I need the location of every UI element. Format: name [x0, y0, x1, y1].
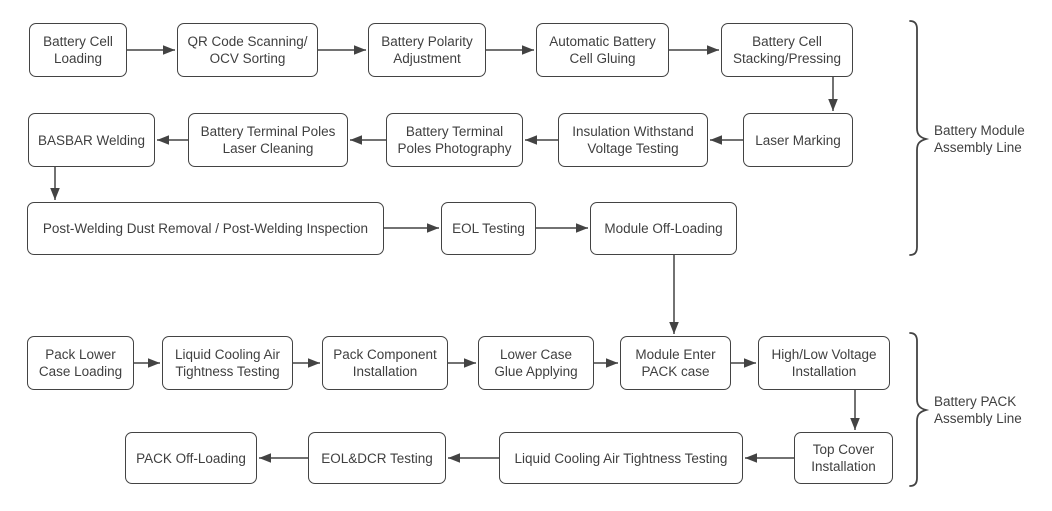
node-liquid-cooling-air-tightness-testing: Liquid Cooling Air Tightness Testing [162, 336, 293, 390]
module-line-label: Battery Module Assembly Line [934, 123, 1025, 155]
pack-line-arrows [134, 358, 860, 463]
node-module-off-loading: Module Off-Loading [590, 202, 737, 255]
node-qr-code-scanning-ocv-sorting: QR Code Scanning/ OCV Sorting [177, 23, 318, 77]
pack-line-brace [909, 332, 930, 487]
node-automatic-battery-cell-gluing: Automatic Battery Cell Gluing [536, 23, 669, 77]
node-liquid-cooling-air-tightness-testing-2: Liquid Cooling Air Tightness Testing [499, 432, 743, 484]
node-battery-cell-loading: Battery Cell Loading [29, 23, 127, 77]
node-battery-terminal-poles-laser-cleaning: Battery Terminal Poles Laser Cleaning [188, 113, 348, 167]
node-eol-testing: EOL Testing [441, 202, 536, 255]
node-battery-polarity-adjustment: Battery Polarity Adjustment [368, 23, 486, 77]
node-basbar-welding: BASBAR Welding [28, 113, 155, 167]
node-battery-terminal-poles-photography: Battery Terminal Poles Photography [386, 113, 523, 167]
node-pack-component-installation: Pack Component Installation [322, 336, 448, 390]
node-post-welding-dust-removal-inspection: Post-Welding Dust Removal / Post-Welding… [27, 202, 384, 255]
pack-line-label: Battery PACK Assembly Line [934, 394, 1022, 426]
module-line-brace [909, 20, 930, 256]
node-battery-cell-stacking-pressing: Battery Cell Stacking/Pressing [721, 23, 853, 77]
node-eol-dcr-testing: EOL&DCR Testing [308, 432, 446, 484]
node-lower-case-glue-applying: Lower Case Glue Applying [478, 336, 594, 390]
node-insulation-withstand-voltage-testing: Insulation Withstand Voltage Testing [558, 113, 708, 167]
node-high-low-voltage-installation: High/Low Voltage Installation [758, 336, 890, 390]
node-laser-marking: Laser Marking [743, 113, 853, 167]
node-module-enter-pack-case: Module Enter PACK case [620, 336, 731, 390]
node-pack-lower-case-loading: Pack Lower Case Loading [27, 336, 134, 390]
node-pack-off-loading: PACK Off-Loading [125, 432, 257, 484]
module-line-arrows [50, 45, 838, 334]
node-top-cover-installation: Top Cover Installation [794, 432, 893, 484]
